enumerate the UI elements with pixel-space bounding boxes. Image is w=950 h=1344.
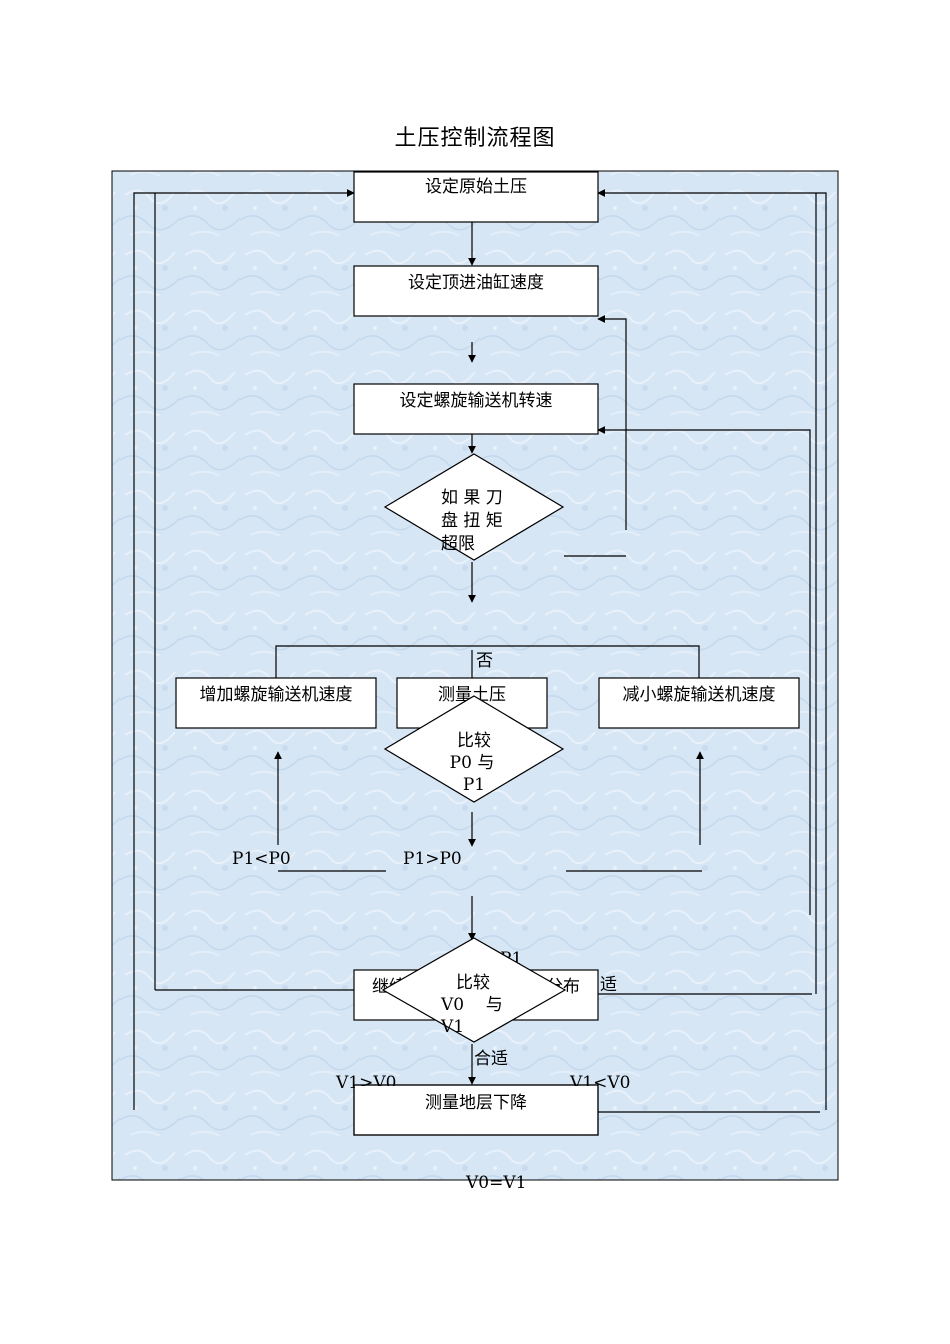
box-label: 测量地层下降 — [425, 1093, 527, 1113]
box-set-original-pressure — [353, 171, 599, 223]
box-measure-settlement-outline — [353, 1084, 599, 1136]
label-suitable-right: 适 — [600, 975, 617, 995]
page-title: 土压控制流程图 — [394, 126, 556, 151]
diamond-label: 超限 — [441, 534, 475, 554]
diamond-label: V1 — [440, 1017, 464, 1037]
connector-line — [133, 189, 355, 1110]
diamond-label: 如 果 刀 — [441, 488, 503, 508]
diamond-label: 比较 — [457, 731, 491, 751]
label-v0-eq-v1: V0=V1 — [465, 1173, 526, 1193]
box-label: 设定顶进油缸速度 — [408, 272, 544, 293]
diamond-label: 盘 扭 矩 — [441, 511, 503, 531]
connector-line — [597, 315, 627, 530]
diamond-label: 比较 — [456, 973, 490, 993]
box-set-screw-speed — [353, 383, 599, 435]
decision-compare-p — [383, 695, 565, 803]
connector-line — [597, 189, 827, 1110]
connector-line — [275, 645, 700, 678]
box-set-cylinder-speed — [353, 265, 599, 317]
box-label: 增加螺旋输送机速度 — [200, 685, 353, 705]
box-label: 设定原始土压 — [425, 177, 527, 197]
label-p1-lt-p0: P1<P0 — [232, 849, 291, 869]
diamond-label: V0 与 — [440, 995, 503, 1015]
connector-line — [597, 426, 811, 915]
box-increase-screw-speed — [175, 677, 377, 729]
box-label: 减小螺旋输送机速度 — [623, 685, 776, 705]
box-mask — [555, 1086, 597, 1094]
diamond-label: P0 与 — [450, 753, 495, 773]
diamond-label: P1 — [463, 775, 485, 795]
label-no: 否 — [476, 651, 493, 671]
decision-compare-v — [381, 937, 567, 1043]
box-decrease-screw-speed — [598, 677, 800, 729]
decision-torque-check — [383, 453, 565, 561]
label-suitable-below: 合适 — [474, 1049, 508, 1069]
box-label: 设定螺旋输送机转速 — [400, 391, 553, 411]
box-mask — [355, 1086, 475, 1094]
label-p1-gt-p0: P1>P0 — [403, 849, 462, 869]
box-label: 测量土压 — [438, 685, 506, 705]
